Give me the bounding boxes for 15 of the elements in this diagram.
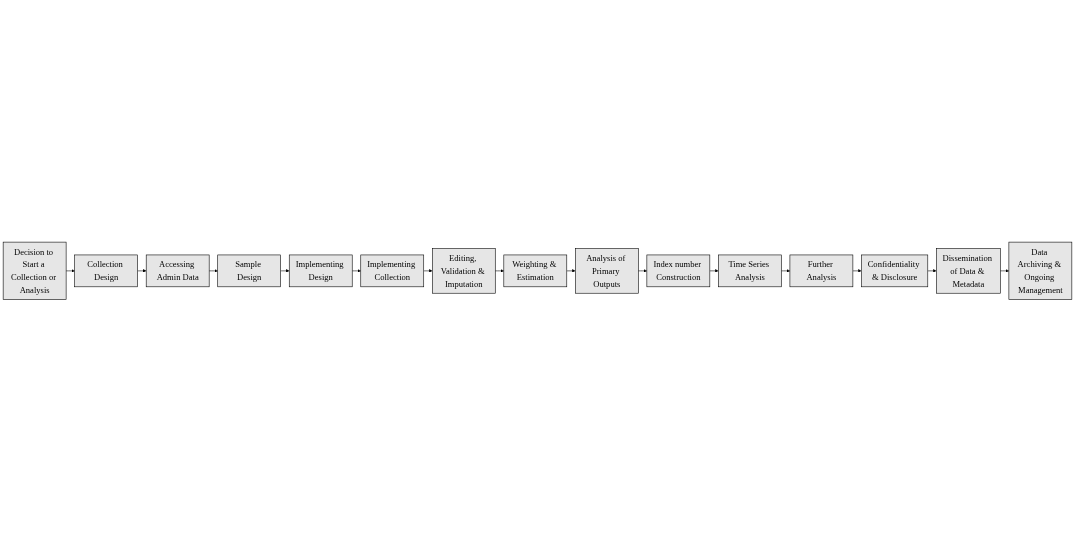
node-box: Implementing Design: [288, 254, 353, 288]
node-box: Time Series Analysis: [718, 254, 782, 288]
node-box: Analysis of Primary Outputs: [575, 248, 639, 294]
node-box: Data Archiving & Ongoing Management: [1008, 241, 1073, 301]
node-box: Decision to Start a Collection or Analysis: [2, 241, 67, 301]
node-box: Dissemination of Data & Metadata: [936, 248, 1001, 294]
node-box: Implementing Collection: [360, 254, 425, 288]
node-box: Collection Design: [74, 254, 138, 288]
node-box: Confidentiality & Disclosure: [861, 254, 929, 288]
node-box: Index number Construction: [646, 254, 711, 288]
node-box: Further Analysis: [789, 254, 854, 288]
node-box: Editing, Validation & Imputation: [432, 248, 496, 294]
node-box: Accessing Admin Data: [145, 254, 210, 288]
node-box: Weighting & Estimation: [503, 254, 568, 288]
node-box: Sample Design: [217, 254, 281, 288]
